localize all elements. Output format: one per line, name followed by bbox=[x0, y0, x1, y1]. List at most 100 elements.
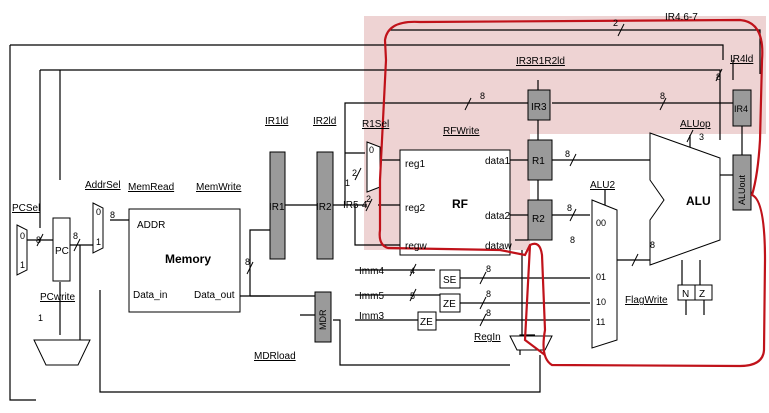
regw-port: regw bbox=[405, 241, 427, 252]
rfwrite-signal: RFWrite bbox=[443, 126, 480, 137]
ze-block-2 bbox=[417, 311, 437, 331]
r1-label: R1 bbox=[532, 156, 545, 167]
flagwrite-signal: FlagWrite bbox=[625, 295, 668, 306]
flag-n-label: N bbox=[682, 289, 689, 300]
ze-label-2: ZE bbox=[420, 317, 433, 328]
data2-port: data2 bbox=[485, 211, 510, 222]
flag-z bbox=[694, 284, 713, 301]
svg-text:1: 1 bbox=[20, 260, 25, 270]
red-annotation bbox=[378, 18, 767, 368]
svg-text:8: 8 bbox=[565, 149, 570, 159]
svg-text:0: 0 bbox=[369, 145, 374, 155]
numeric-labels: 0 1 8 8 0 1 8 1 8 0 1 2 2 8 8 2 8 8 4 5 … bbox=[20, 18, 721, 327]
svg-text:01: 01 bbox=[596, 272, 606, 282]
svg-text:0: 0 bbox=[20, 231, 25, 241]
svg-text:8: 8 bbox=[716, 72, 721, 82]
pc-label: PC bbox=[55, 246, 69, 257]
pc-register bbox=[52, 217, 71, 282]
data-out-port: Data_out bbox=[194, 290, 235, 301]
svg-text:3: 3 bbox=[699, 132, 704, 142]
bus-width-marks bbox=[36, 23, 723, 327]
ze-label-1: ZE bbox=[443, 299, 456, 310]
ir2ld-signal: IR2ld bbox=[313, 116, 336, 127]
aluout-register bbox=[732, 154, 752, 211]
svg-text:8: 8 bbox=[660, 91, 665, 101]
svg-text:8: 8 bbox=[36, 235, 41, 245]
r1sel-signal: R1Sel bbox=[362, 119, 389, 130]
alu2-mux bbox=[591, 199, 618, 349]
alu-shape bbox=[649, 132, 721, 266]
svg-text:8: 8 bbox=[110, 210, 115, 220]
pcsel-mux bbox=[16, 224, 28, 276]
aluop-signal: ALUop bbox=[680, 119, 711, 130]
data1-port: data1 bbox=[485, 156, 510, 167]
svg-text:8: 8 bbox=[486, 308, 491, 318]
mdrload-signal: MDRload bbox=[254, 351, 296, 362]
r1-register bbox=[527, 139, 553, 181]
regin-mux bbox=[509, 335, 553, 351]
reg2-port: reg2 bbox=[405, 203, 425, 214]
ir1-register bbox=[269, 151, 286, 260]
memwrite-signal: MemWrite bbox=[196, 182, 242, 193]
ir46-7-label: IR4.6-7 bbox=[665, 12, 698, 23]
flag-z-label: Z bbox=[699, 289, 705, 300]
dataw-port: dataw bbox=[485, 241, 512, 252]
pcwrite-signal: PCwrite bbox=[40, 292, 75, 303]
ir1ld-signal: IR1ld bbox=[265, 116, 288, 127]
svg-text:1: 1 bbox=[345, 178, 350, 188]
ir5-4-label: IR5-4 bbox=[343, 200, 368, 211]
mdr-label: MDR bbox=[318, 309, 328, 330]
svg-text:8: 8 bbox=[567, 203, 572, 213]
ir4-register bbox=[732, 89, 752, 127]
svg-text:8: 8 bbox=[650, 240, 655, 250]
svg-text:1: 1 bbox=[96, 237, 101, 247]
svg-text:8: 8 bbox=[486, 289, 491, 299]
svg-text:8: 8 bbox=[486, 264, 491, 274]
addrsel-signal: AddrSel bbox=[85, 180, 121, 191]
data-in-port: Data_in bbox=[133, 290, 167, 301]
svg-text:0: 0 bbox=[96, 207, 101, 217]
svg-text:4: 4 bbox=[410, 266, 415, 276]
rf-block bbox=[399, 149, 511, 256]
svg-text:2: 2 bbox=[613, 18, 618, 28]
svg-text:10: 10 bbox=[596, 297, 606, 307]
pcsel-signal: PCSel bbox=[12, 203, 40, 214]
r2-register bbox=[527, 199, 553, 241]
svg-text:2: 2 bbox=[366, 194, 371, 204]
se-label: SE bbox=[443, 275, 457, 286]
svg-text:11: 11 bbox=[596, 317, 605, 327]
alu2-signal: ALU2 bbox=[590, 180, 615, 191]
imm5-label: Imm5 bbox=[359, 291, 384, 302]
svg-text:8: 8 bbox=[245, 257, 250, 267]
ir2-register bbox=[316, 151, 334, 260]
r2-label: R2 bbox=[532, 214, 545, 225]
ir2-label: IR2 bbox=[316, 202, 332, 213]
imm4-label: Imm4 bbox=[359, 266, 384, 277]
wires bbox=[9, 29, 761, 401]
svg-text:8: 8 bbox=[570, 235, 575, 245]
regin-signal: RegIn bbox=[474, 332, 501, 343]
imm3-label: Imm3 bbox=[359, 311, 384, 322]
svg-text:2: 2 bbox=[352, 168, 357, 178]
se-block bbox=[439, 269, 461, 289]
ir4ld-signal: IR4ld bbox=[730, 54, 753, 65]
svg-text:5: 5 bbox=[410, 291, 415, 301]
red-annotation-branch bbox=[523, 244, 546, 356]
rf-label: RF bbox=[452, 197, 468, 211]
alu-label: ALU bbox=[686, 194, 711, 208]
addr-port: ADDR bbox=[137, 220, 165, 231]
svg-text:00: 00 bbox=[596, 218, 606, 228]
memory-block bbox=[128, 208, 241, 313]
memread-signal: MemRead bbox=[128, 182, 174, 193]
addrsel-mux bbox=[92, 202, 104, 254]
ir1-label: IR1 bbox=[269, 202, 285, 213]
memory-label: Memory bbox=[165, 252, 211, 266]
svg-text:8: 8 bbox=[480, 91, 485, 101]
ir3-register bbox=[527, 89, 551, 121]
svg-text:8: 8 bbox=[73, 231, 78, 241]
svg-text:1: 1 bbox=[38, 313, 43, 323]
ir4-label: IR4 bbox=[734, 104, 748, 114]
adder bbox=[33, 339, 91, 366]
reg1-port: reg1 bbox=[405, 159, 425, 170]
